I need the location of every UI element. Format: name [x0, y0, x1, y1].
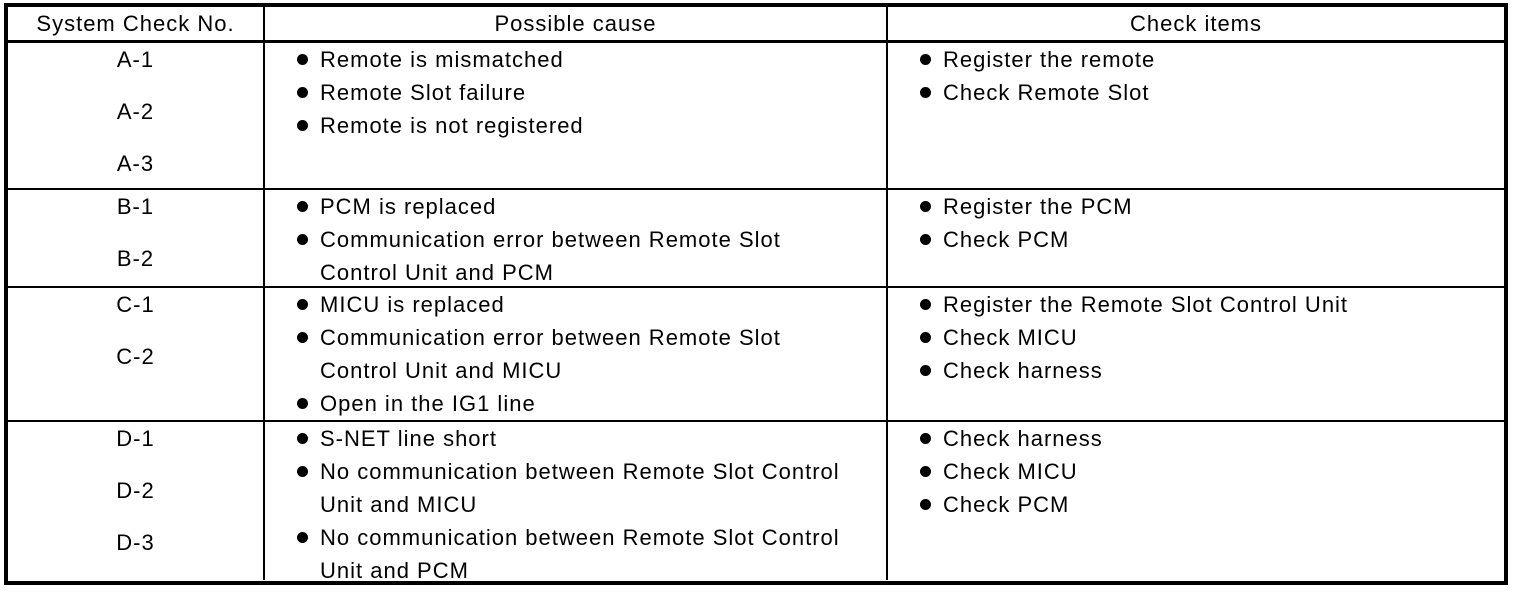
check-item-text: Check PCM: [943, 227, 1070, 252]
list-item: Register the remote: [888, 43, 1504, 76]
list-item: Check PCM: [888, 223, 1504, 256]
list-item: Check harness: [888, 422, 1504, 455]
header-check-items: Check items: [888, 7, 1504, 43]
bullet-icon: [297, 433, 308, 444]
cause-list: Remote is mismatched Remote Slot failure…: [265, 43, 886, 142]
list-item: Register the PCM: [888, 190, 1504, 223]
check-number: D-1: [116, 426, 155, 451]
cause-list: S-NET line short No communication betwee…: [265, 422, 886, 580]
cause-text: PCM is replaced: [320, 194, 497, 219]
check-item-text: Register the remote: [943, 47, 1156, 72]
list-item: Communication error between Remote Slot …: [265, 223, 886, 286]
list-item: Check MICU: [888, 321, 1504, 354]
list-item: Check Remote Slot: [888, 76, 1504, 109]
list-item: Remote Slot failure: [265, 76, 886, 109]
bullet-icon: [297, 87, 308, 98]
bullet-icon: [297, 332, 308, 343]
check-number: A-3: [116, 151, 155, 176]
check-item-list: Register the PCM Check PCM: [888, 190, 1504, 256]
check-items-cell-c: Register the Remote Slot Control Unit Ch…: [888, 288, 1504, 422]
bullet-icon: [920, 466, 931, 477]
cause-text: MICU is replaced: [320, 292, 505, 317]
check-item-list: Register the remote Check Remote Slot: [888, 43, 1504, 109]
bullet-icon: [297, 466, 308, 477]
list-item: Remote is not registered: [265, 109, 886, 142]
bullet-icon: [920, 365, 931, 376]
possible-cause-cell-c: MICU is replaced Communication error bet…: [265, 288, 888, 422]
check-number: C-2: [116, 344, 155, 369]
check-items-cell-d: Check harness Check MICU Check PCM: [888, 422, 1504, 580]
list-item: No communication between Remote Slot Con…: [265, 455, 886, 521]
check-number: A-1: [116, 47, 155, 72]
bullet-icon: [297, 234, 308, 245]
check-item-text: Check Remote Slot: [943, 80, 1150, 105]
check-number: D-3: [116, 530, 155, 555]
bullet-icon: [920, 54, 931, 65]
list-item: Open in the IG1 line: [265, 387, 886, 420]
cause-list: MICU is replaced Communication error bet…: [265, 288, 886, 420]
bullet-icon: [297, 398, 308, 409]
list-item: MICU is replaced: [265, 288, 886, 321]
list-item: Check PCM: [888, 488, 1504, 521]
header-system-check-no: System Check No.: [8, 7, 265, 43]
check-item-text: Check harness: [943, 426, 1103, 451]
check-items-cell-b: Register the PCM Check PCM: [888, 190, 1504, 288]
check-item-text: Check MICU: [943, 459, 1078, 484]
check-item-text: Register the PCM: [943, 194, 1133, 219]
bullet-icon: [297, 120, 308, 131]
check-no-cell-a: A-1 A-2 A-3: [8, 43, 265, 190]
possible-cause-cell-b: PCM is replaced Communication error betw…: [265, 190, 888, 288]
cause-text: S-NET line short: [320, 426, 497, 451]
check-item-text: Check MICU: [943, 325, 1078, 350]
header-possible-cause: Possible cause: [265, 7, 888, 43]
cause-text: Remote Slot failure: [320, 80, 527, 105]
list-item: Remote is mismatched: [265, 43, 886, 76]
check-no-cell-b: B-1 B-2: [8, 190, 265, 288]
bullet-icon: [297, 54, 308, 65]
list-item: Register the Remote Slot Control Unit: [888, 288, 1504, 321]
bullet-icon: [920, 87, 931, 98]
cause-list: PCM is replaced Communication error betw…: [265, 190, 886, 286]
check-number: A-2: [116, 99, 155, 124]
check-item-text: Check harness: [943, 358, 1103, 383]
system-check-table: System Check No. Possible cause Check it…: [4, 3, 1508, 585]
possible-cause-cell-d: S-NET line short No communication betwee…: [265, 422, 888, 580]
list-item: Check MICU: [888, 455, 1504, 488]
cause-text: Communication error between Remote Slot …: [320, 325, 781, 383]
bullet-icon: [920, 201, 931, 212]
bullet-icon: [297, 299, 308, 310]
bullet-icon: [297, 201, 308, 212]
bullet-icon: [920, 234, 931, 245]
check-number: B-1: [116, 194, 155, 219]
list-item: PCM is replaced: [265, 190, 886, 223]
bullet-icon: [920, 433, 931, 444]
check-item-text: Check PCM: [943, 492, 1070, 517]
check-item-list: Register the Remote Slot Control Unit Ch…: [888, 288, 1504, 387]
check-item-list: Check harness Check MICU Check PCM: [888, 422, 1504, 521]
cause-text: Remote is not registered: [320, 113, 584, 138]
possible-cause-cell-a: Remote is mismatched Remote Slot failure…: [265, 43, 888, 190]
check-number: D-2: [116, 478, 155, 503]
list-item: S-NET line short: [265, 422, 886, 455]
bullet-icon: [920, 499, 931, 510]
bullet-icon: [920, 299, 931, 310]
cause-text: No communication between Remote Slot Con…: [320, 525, 840, 580]
check-number: C-1: [116, 292, 155, 317]
list-item: Communication error between Remote Slot …: [265, 321, 886, 387]
check-no-cell-c: C-1 C-2: [8, 288, 265, 422]
check-number: B-2: [116, 246, 155, 271]
cause-text: Remote is mismatched: [320, 47, 564, 72]
check-item-text: Register the Remote Slot Control Unit: [943, 292, 1349, 317]
check-no-cell-d: D-1 D-2 D-3: [8, 422, 265, 580]
check-items-cell-a: Register the remote Check Remote Slot: [888, 43, 1504, 190]
cause-text: No communication between Remote Slot Con…: [320, 459, 840, 517]
bullet-icon: [297, 532, 308, 543]
cause-text: Open in the IG1 line: [320, 391, 536, 416]
cause-text: Communication error between Remote Slot …: [320, 227, 781, 285]
list-item: No communication between Remote Slot Con…: [265, 521, 886, 580]
bullet-icon: [920, 332, 931, 343]
list-item: Check harness: [888, 354, 1504, 387]
